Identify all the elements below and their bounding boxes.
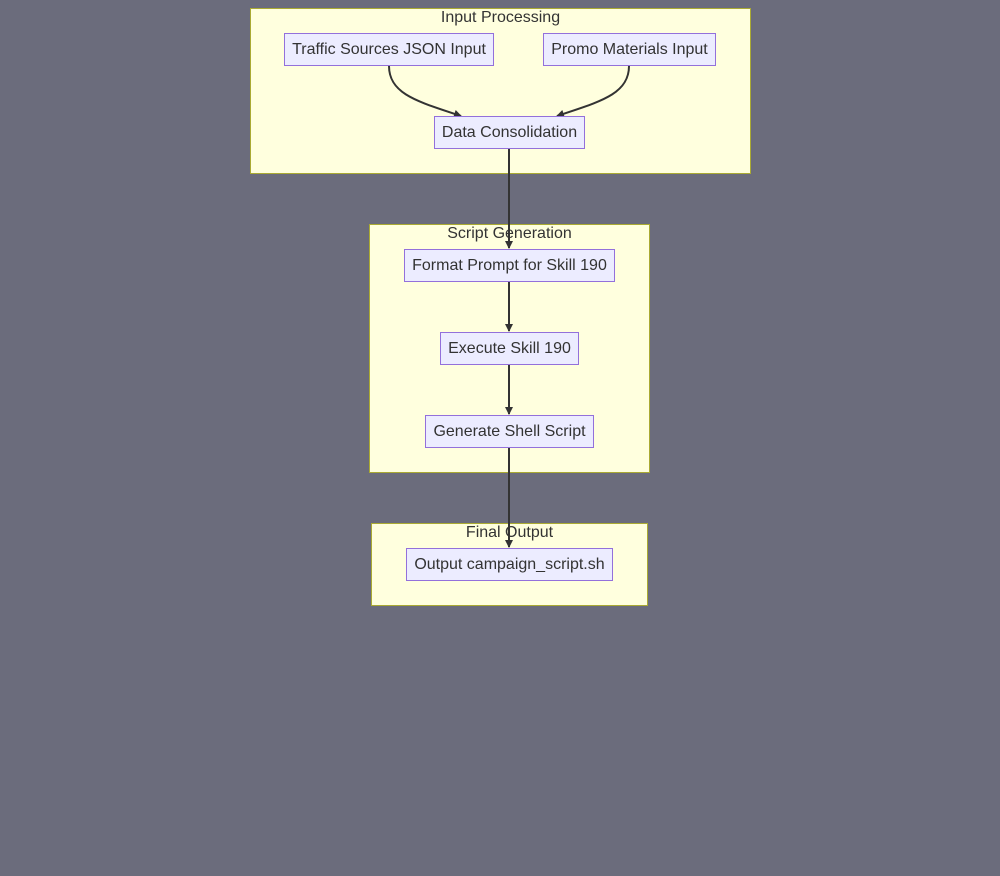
cluster-title-final-output: Final Output (465, 524, 554, 541)
node-generate-shell-script: Generate Shell Script (425, 415, 594, 448)
cluster-title-input-processing: Input Processing (440, 9, 561, 26)
node-label: Execute Skill 190 (448, 339, 571, 357)
cluster-title-script-generation: Script Generation (447, 225, 572, 242)
node-label: Promo Materials Input (551, 40, 708, 58)
node-output-campaign-script: Output campaign_script.sh (406, 548, 613, 581)
node-label: Generate Shell Script (433, 422, 586, 440)
node-execute-skill: Execute Skill 190 (440, 332, 579, 365)
node-traffic-sources-json-input: Traffic Sources JSON Input (284, 33, 494, 66)
node-format-prompt: Format Prompt for Skill 190 (404, 249, 615, 282)
node-label: Format Prompt for Skill 190 (412, 256, 607, 274)
node-label: Output campaign_script.sh (414, 555, 605, 573)
node-promo-materials-input: Promo Materials Input (543, 33, 716, 66)
node-label: Traffic Sources JSON Input (292, 40, 486, 58)
node-data-consolidation: Data Consolidation (434, 116, 585, 149)
node-label: Data Consolidation (441, 123, 578, 141)
